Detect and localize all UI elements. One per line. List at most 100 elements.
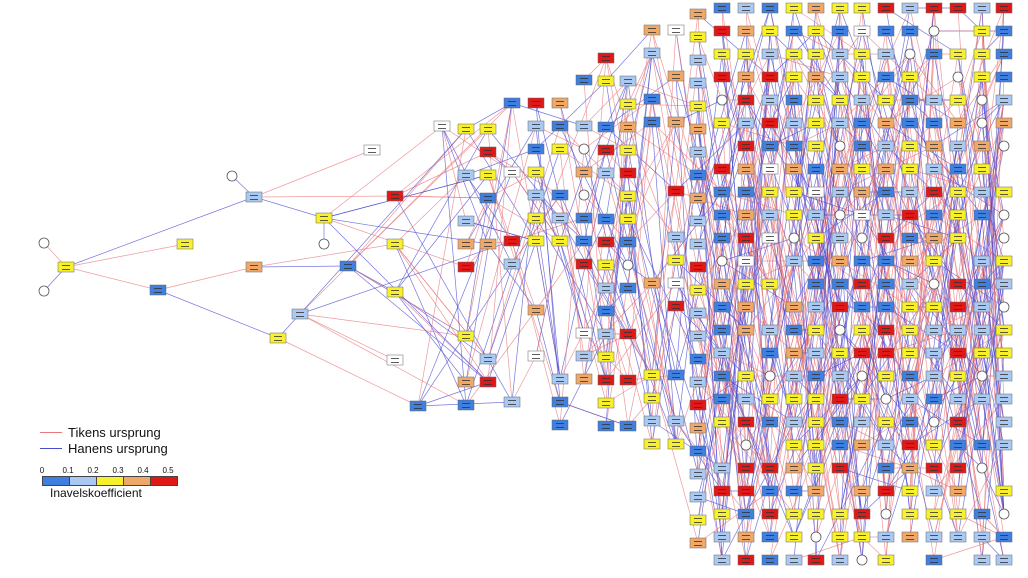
individual-node (995, 278, 1013, 290)
individual-node (713, 347, 731, 359)
founder-node (856, 554, 868, 566)
ancestry-line (815, 122, 841, 216)
individual-node (713, 278, 731, 290)
individual-node (761, 416, 779, 428)
ancestry-line (465, 309, 537, 406)
individual-node (853, 48, 871, 60)
legend: Tikens ursprung Hanens ursprung 0 0.1 0.… (40, 424, 220, 504)
individual-node (949, 462, 967, 474)
ancestry-line (441, 125, 467, 222)
ancestry-line (465, 197, 489, 245)
individual-node (807, 232, 825, 244)
individual-node (995, 370, 1013, 382)
founder-node (998, 140, 1010, 152)
individual-node (643, 116, 661, 128)
individual-node (667, 116, 685, 128)
individual-node (995, 324, 1013, 336)
founder-node (998, 232, 1010, 244)
individual-node (479, 376, 497, 388)
individual-node (737, 163, 755, 175)
individual-node (973, 255, 991, 267)
individual-node (949, 485, 967, 497)
individual-node (761, 186, 779, 198)
ancestry-line (441, 125, 489, 245)
individual-node (713, 554, 731, 566)
individual-node (807, 347, 825, 359)
individual-node (949, 324, 967, 336)
individual-node (575, 166, 593, 178)
ancestry-line (253, 265, 349, 268)
ancestry-line (675, 420, 747, 515)
individual-node (761, 94, 779, 106)
individual-node (551, 120, 569, 132)
ancestry-line (627, 218, 677, 422)
individual-node (877, 278, 895, 290)
individual-node (877, 416, 895, 428)
individual-node (877, 462, 895, 474)
ancestry-line (487, 125, 561, 360)
ancestry-line (885, 7, 959, 55)
individual-node (176, 238, 194, 250)
individual-node (689, 238, 707, 250)
ancestry-line (511, 355, 537, 403)
individual-node (807, 209, 825, 221)
ancestry-line (981, 7, 1005, 469)
ancestry-line (394, 195, 513, 403)
individual-node (853, 485, 871, 497)
individual-node (853, 439, 871, 451)
individual-node (949, 347, 967, 359)
ancestry-line (815, 283, 863, 492)
ancestry-line (697, 13, 771, 78)
ancestry-line (559, 217, 629, 335)
individual-node (901, 370, 919, 382)
individual-node (689, 491, 707, 503)
ancestry-line (394, 151, 489, 197)
individual-node (386, 354, 404, 366)
ancestry-line (627, 282, 653, 335)
ancestry-line (394, 128, 489, 293)
ancestry-line (745, 237, 817, 331)
individual-node (339, 260, 357, 272)
ancestry-line (559, 171, 585, 242)
individual-node (901, 347, 919, 359)
ancestry-line (839, 329, 863, 561)
individual-node (807, 48, 825, 60)
ancestry-line (627, 52, 653, 266)
individual-node (619, 190, 637, 202)
ancestry-line (323, 174, 489, 219)
individual-node (785, 140, 803, 152)
individual-node (901, 232, 919, 244)
ancestry-line (627, 287, 699, 544)
individual-node (363, 144, 381, 156)
individual-node (689, 445, 707, 457)
individual-node (737, 209, 755, 221)
individual-node (831, 232, 849, 244)
individual-node (527, 304, 545, 316)
individual-node (785, 439, 803, 451)
individual-node (901, 508, 919, 520)
ancestry-line (697, 36, 723, 101)
ancestry-line (535, 171, 585, 242)
individual-node (877, 186, 895, 198)
ancestry-line (627, 190, 677, 243)
ancestry-line (394, 102, 513, 197)
individual-node (925, 324, 943, 336)
individual-node (995, 94, 1013, 106)
ancestry-line (535, 194, 561, 242)
individual-node (619, 144, 637, 156)
founder-node (976, 370, 988, 382)
individual-node (853, 324, 871, 336)
individual-node (877, 25, 895, 37)
individual-node (457, 261, 475, 273)
individual-node (973, 393, 991, 405)
individual-node (831, 370, 849, 382)
individual-node (269, 332, 287, 344)
individual-node (761, 485, 779, 497)
founder-node (810, 531, 822, 543)
individual-node (689, 77, 707, 89)
individual-node (901, 462, 919, 474)
ancestry-line (299, 313, 396, 361)
individual-node (853, 393, 871, 405)
individual-node (995, 554, 1013, 566)
individual-node (57, 261, 75, 273)
